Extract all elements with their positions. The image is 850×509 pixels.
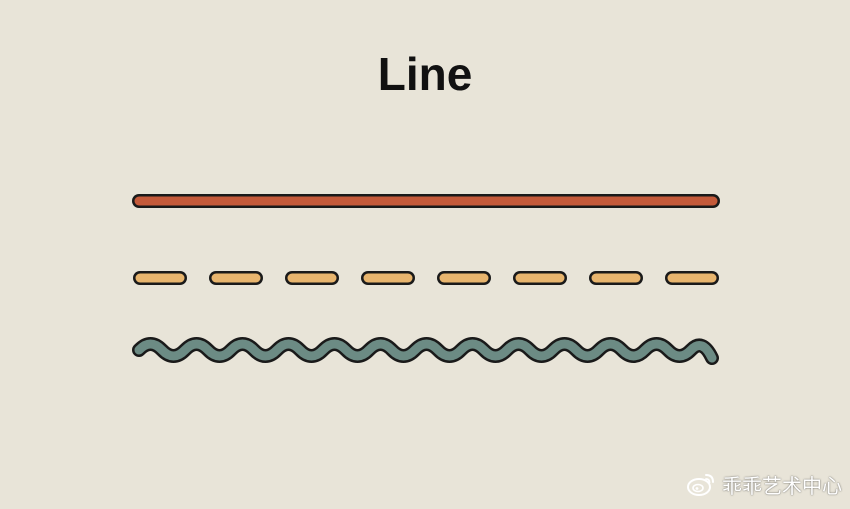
weibo-icon [687, 474, 714, 496]
watermark: 乖乖艺术中心 [686, 469, 842, 499]
page-title: Line [377, 48, 473, 100]
watermark-text: 乖乖艺术中心 [722, 473, 842, 498]
wavy-line [132, 337, 719, 365]
